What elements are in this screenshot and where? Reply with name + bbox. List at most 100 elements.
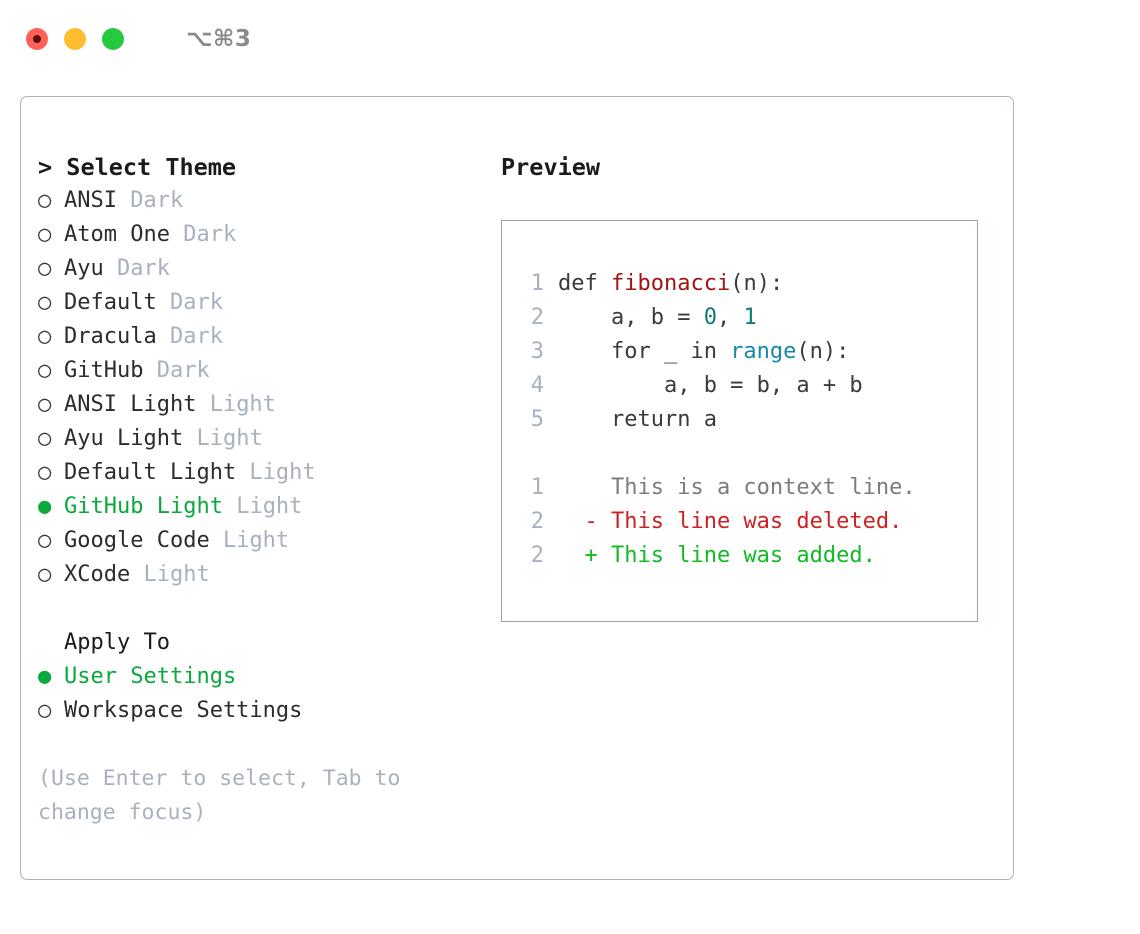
theme-option-category: Light	[183, 426, 263, 451]
code-token: 1	[743, 305, 757, 330]
diff-line-text: + This line was added.	[558, 543, 876, 568]
diff-line: 2 - This line was deleted.	[518, 505, 977, 539]
theme-option[interactable]: ○ Atom One Dark	[38, 218, 478, 252]
apply-to-option-label: Workspace Settings	[64, 698, 303, 723]
diff-line-text: - This line was deleted.	[558, 509, 903, 534]
code-token: 0	[703, 305, 717, 330]
theme-option[interactable]: ○ Default Light Light	[38, 456, 478, 490]
apply-to-marker-placeholder: ○	[38, 626, 64, 660]
theme-option[interactable]: ○ANSI Dark	[38, 184, 478, 218]
theme-option-category: Light	[222, 494, 303, 519]
apply-to-list[interactable]: ● User Settings ○ Workspace Settings	[38, 660, 478, 728]
theme-option-label: Dracula	[64, 324, 157, 349]
code-token: a, b =	[558, 305, 704, 330]
theme-option-category: Dark	[169, 222, 237, 247]
code-token: (n):	[730, 271, 784, 296]
main-panel: > Select Theme ○ANSI Dark○Atom One Dark○…	[20, 96, 1014, 880]
theme-option-label: GitHub Light	[64, 494, 223, 519]
code-token: fibonacci	[610, 271, 731, 296]
diff-line: 2 + This line was added.	[518, 539, 977, 573]
theme-picker-column: > Select Theme ○ANSI Dark○Atom One Dark○…	[38, 150, 478, 830]
page-title: > Select Theme	[38, 153, 237, 181]
theme-option-label: Ayu	[64, 256, 104, 281]
theme-option[interactable]: ○ Google Code Light	[38, 524, 478, 558]
theme-option-category: Dark	[143, 358, 210, 383]
theme-list[interactable]: ○ANSI Dark○Atom One Dark○Ayu Dark○Defaul…	[38, 184, 478, 592]
close-button[interactable]	[26, 28, 48, 50]
apply-to-option[interactable]: ● User Settings	[38, 660, 478, 694]
diff-line-text: This is a context line.	[558, 475, 916, 500]
keyboard-hint: (Use Enter to select, Tab to change focu…	[38, 766, 414, 825]
code-token: (n):	[796, 339, 850, 364]
theme-option[interactable]: ○ Default Dark	[38, 286, 478, 320]
radio-unselected-icon: ○	[38, 358, 52, 383]
line-number: 2	[530, 305, 544, 330]
code-spacer	[518, 437, 977, 471]
line-number: 2	[530, 509, 544, 534]
line-number: 1	[530, 475, 544, 500]
theme-option-category: Light	[209, 528, 290, 553]
theme-option-label: Default	[64, 290, 157, 315]
spacer	[38, 592, 478, 626]
theme-option-category: Light	[236, 460, 316, 485]
theme-option[interactable]: ● GitHub Light Light	[38, 490, 478, 524]
radio-unselected-icon: ○	[38, 256, 52, 281]
theme-option[interactable]: ○ GitHub Dark	[38, 354, 478, 388]
theme-option[interactable]: ○ ANSI Light Light	[38, 388, 478, 422]
maximize-button[interactable]	[102, 28, 124, 50]
line-number: 3	[530, 339, 544, 364]
theme-option-label: ANSI	[64, 188, 117, 213]
radio-unselected-icon: ○	[38, 324, 52, 349]
code-token: a, b = b, a + b	[558, 373, 863, 398]
theme-option-label: GitHub	[64, 358, 144, 383]
code-token: range	[730, 339, 797, 364]
apply-to-option-label: User Settings	[64, 664, 237, 689]
code-token: ,	[716, 305, 744, 330]
radio-unselected-icon: ○	[38, 528, 52, 553]
code-line: 2 a, b = 0, 1	[518, 301, 977, 335]
theme-option-category: Light	[196, 392, 276, 417]
apply-to-heading-label: Apply To	[64, 630, 170, 655]
theme-option-label: ANSI Light	[64, 392, 197, 417]
theme-option-category: Dark	[156, 290, 223, 315]
title-bar: ⌥⌘3	[0, 0, 1140, 78]
theme-option[interactable]: ○ XCode Light	[38, 558, 478, 592]
radio-unselected-icon: ○	[38, 562, 52, 587]
theme-option[interactable]: ○ Dracula Dark	[38, 320, 478, 354]
radio-selected-icon: ●	[38, 664, 52, 689]
radio-unselected-icon: ○	[38, 460, 52, 485]
theme-option-category: Dark	[156, 324, 223, 349]
apply-to-option[interactable]: ○ Workspace Settings	[38, 694, 478, 728]
keyboard-shortcut-label: ⌥⌘3	[186, 26, 252, 52]
code-line: 3 for _ in range(n):	[518, 335, 977, 369]
theme-option-label: Atom One	[64, 222, 170, 247]
theme-option-category: Light	[130, 562, 210, 587]
diff-line: 1 This is a context line.	[518, 471, 977, 505]
theme-option-label: Ayu Light	[64, 426, 184, 451]
radio-selected-icon: ●	[38, 494, 52, 519]
radio-unselected-icon: ○	[38, 392, 52, 417]
preview-title: Preview	[501, 153, 601, 181]
line-number: 2	[530, 543, 544, 568]
apply-to-heading: ○ Apply To	[38, 626, 478, 660]
theme-option-label: Default Light	[64, 460, 237, 485]
theme-option[interactable]: ○ Ayu Light Light	[38, 422, 478, 456]
line-number: 1	[530, 271, 544, 296]
diff-sample: 1 This is a context line.2 - This line w…	[518, 471, 977, 573]
theme-option[interactable]: ○ Ayu Dark	[38, 252, 478, 286]
radio-unselected-icon: ○	[38, 698, 52, 723]
theme-option-category: Dark	[116, 188, 184, 213]
minimize-button[interactable]	[64, 28, 86, 50]
radio-unselected-icon: ○	[38, 290, 52, 315]
radio-unselected-icon: ○	[38, 222, 52, 247]
theme-option-category: Dark	[103, 256, 170, 281]
code-line: 5 return a	[518, 403, 977, 437]
radio-unselected-icon: ○	[38, 426, 52, 451]
theme-option-label: Google Code	[64, 528, 210, 553]
theme-option-label: XCode	[64, 562, 131, 587]
